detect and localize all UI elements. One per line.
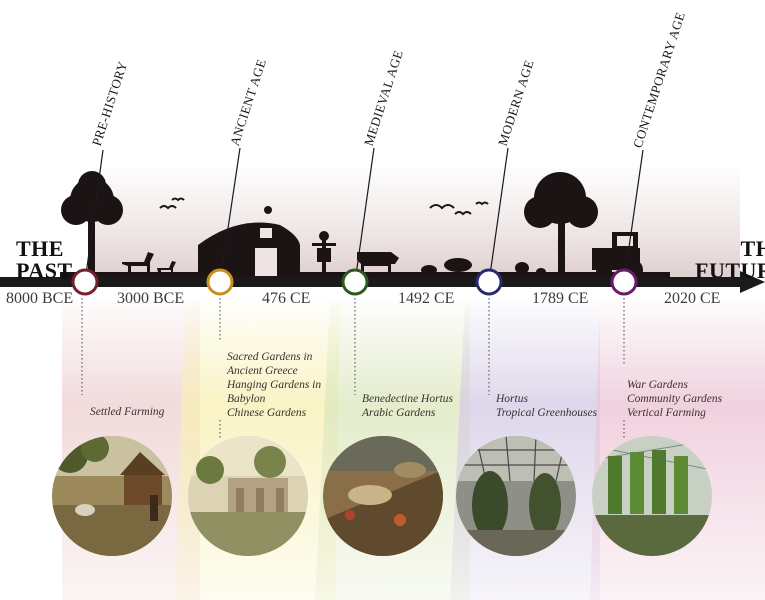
the-future-label: THEFUTURE — [695, 236, 765, 283]
date-3000-bce: 3000 BCE — [117, 290, 185, 307]
date-8000-bce: 8000 BCE — [6, 290, 74, 307]
milestone-modern — [475, 268, 503, 296]
greenhouse-photo — [456, 436, 576, 556]
settled-farming-photo — [52, 436, 172, 556]
date-1789-ce: 1789 CE — [532, 290, 589, 307]
milestone-contemporary — [610, 268, 638, 296]
date-1492-ce: 1492 CE — [398, 290, 455, 307]
date-2020-ce: 2020 CE — [664, 290, 721, 307]
notes-prehistory: Settled Farming — [90, 406, 165, 418]
vertical-farm-photo — [592, 436, 712, 556]
medieval-garden-photo — [323, 436, 443, 556]
milestone-ancient — [206, 268, 234, 296]
timeline-arrowhead — [740, 271, 765, 293]
milestone-medieval — [341, 268, 369, 296]
era-leader-lines — [84, 147, 644, 283]
note-drop-lines — [81, 298, 625, 440]
sky-band — [92, 168, 740, 283]
milestone-markers — [71, 268, 638, 296]
hanging-gardens-photo — [188, 436, 308, 556]
date-476-ce: 476 CE — [262, 290, 311, 307]
timeline-bar — [0, 277, 742, 287]
milestone-prehistory — [71, 268, 99, 296]
